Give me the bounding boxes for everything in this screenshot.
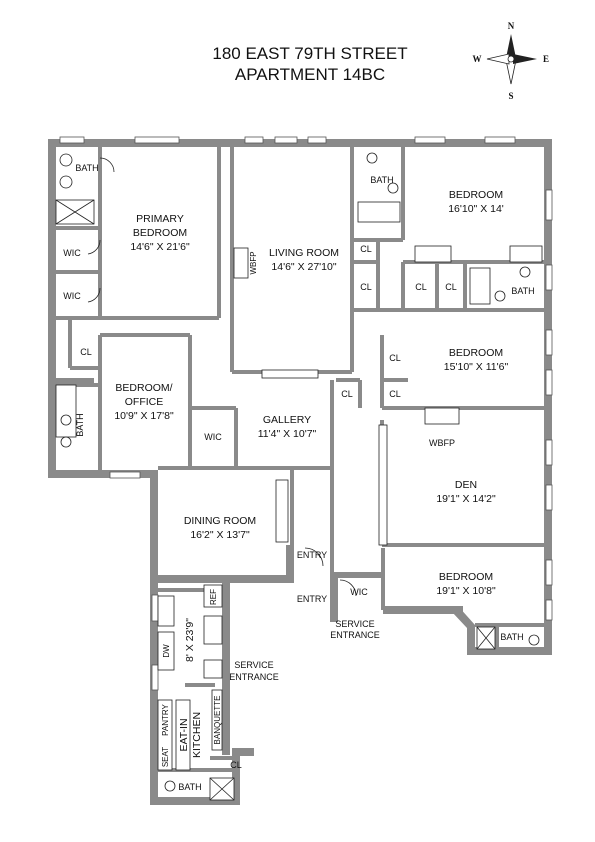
- banquette-label: BANQUETTE: [213, 696, 222, 745]
- service-label-2: SERVICE: [234, 660, 273, 670]
- small-labels: BATH WIC WIC BATH CL CL CL CL BATH CL CL…: [63, 163, 534, 792]
- cl-label-5: CL: [389, 353, 401, 363]
- cl-label-3: CL: [415, 282, 427, 292]
- bedroom-ne-dims: 16'10" X 14': [448, 203, 504, 215]
- cl-label-4: CL: [445, 282, 457, 292]
- ref-label: REF: [209, 589, 218, 605]
- wbfp-label-den: WBFP: [429, 438, 455, 448]
- compass-south: S: [508, 91, 513, 101]
- bath-label-ne: BATH: [370, 175, 393, 185]
- bedroom-se-label: BEDROOM: [439, 571, 493, 583]
- primary-bedroom-dims: 14'6" X 21'6": [130, 241, 190, 253]
- bedroom-se-dims: 19'1" X 10'8": [436, 585, 496, 597]
- bedroom-office-label-line-1: BEDROOM/: [115, 382, 172, 394]
- entry-label-2: ENTRY: [297, 594, 327, 604]
- dining-room-label: DINING ROOM: [184, 515, 256, 527]
- bedroom-office-dims: 10'9" X 17'8": [114, 410, 174, 422]
- plan-title-line-1: 180 EAST 79TH STREET: [212, 44, 407, 63]
- dw-label: DW: [162, 644, 171, 658]
- bath-label-office: BATH: [75, 413, 85, 436]
- interior-walls: [56, 145, 546, 772]
- plan-title-line-2: APARTMENT 14BC: [235, 65, 385, 84]
- exterior-walls: [48, 139, 552, 805]
- cl-label-2: CL: [360, 282, 372, 292]
- seat-label: SEAT: [161, 747, 170, 767]
- kitchen-dims: 8' X 23'9": [184, 618, 196, 662]
- kitchen-label-line-2: KITCHEN: [191, 712, 203, 758]
- compass-west: W: [473, 54, 482, 64]
- gallery-label: GALLERY: [263, 414, 311, 426]
- living-room-label: LIVING ROOM: [269, 247, 339, 259]
- entrance-label-2: ENTRANCE: [229, 672, 279, 682]
- cl-label-1: CL: [360, 244, 372, 254]
- wic-label-2: WIC: [63, 291, 81, 301]
- fixtures: [55, 152, 543, 801]
- bath-label-e: BATH: [511, 286, 534, 296]
- cl-label-kitchen: CL: [230, 760, 242, 770]
- pantry-label: PANTRY: [161, 703, 170, 735]
- den-dims: 19'1" X 14'2": [436, 493, 496, 505]
- cl-label-7: CL: [341, 389, 353, 399]
- kitchen-label-line-1: EAT-IN: [178, 718, 190, 751]
- wic-label-3: WIC: [204, 432, 222, 442]
- compass-east: E: [543, 54, 549, 64]
- cl-label-6: CL: [389, 389, 401, 399]
- bedroom-e-label: BEDROOM: [449, 347, 503, 359]
- gallery-dims: 11'4" X 10'7": [258, 428, 317, 440]
- bath-label-se: BATH: [500, 632, 523, 642]
- room-labels: PRIMARY BEDROOM 14'6" X 21'6" LIVING ROO…: [114, 189, 508, 758]
- wic-label-4: WIC: [350, 587, 368, 597]
- service-label-1: SERVICE: [335, 619, 374, 629]
- compass-rose-icon: N S E W: [473, 21, 550, 101]
- entrance-label-1: ENTRANCE: [330, 630, 380, 640]
- primary-bedroom-label-line-1: PRIMARY: [136, 213, 184, 225]
- dining-room-dims: 16'2" X 13'7": [190, 529, 250, 541]
- windows: [59, 136, 553, 691]
- wbfp-label-living: WBFP: [249, 251, 258, 274]
- bath-label-kitchen: BATH: [178, 782, 201, 792]
- entry-label-1: ENTRY: [297, 550, 327, 560]
- primary-bedroom-label-line-2: BEDROOM: [133, 227, 187, 239]
- bedroom-ne-label: BEDROOM: [449, 189, 503, 201]
- bedroom-e-dims: 15'10" X 11'6": [444, 361, 509, 373]
- cl-label-8: CL: [80, 347, 92, 357]
- bath-label-primary: BATH: [75, 163, 98, 173]
- wic-label-1: WIC: [63, 248, 81, 258]
- living-room-dims: 14'6" X 27'10": [271, 261, 336, 273]
- den-label: DEN: [455, 479, 477, 491]
- bedroom-office-label-line-2: OFFICE: [125, 396, 164, 408]
- compass-north: N: [508, 21, 515, 31]
